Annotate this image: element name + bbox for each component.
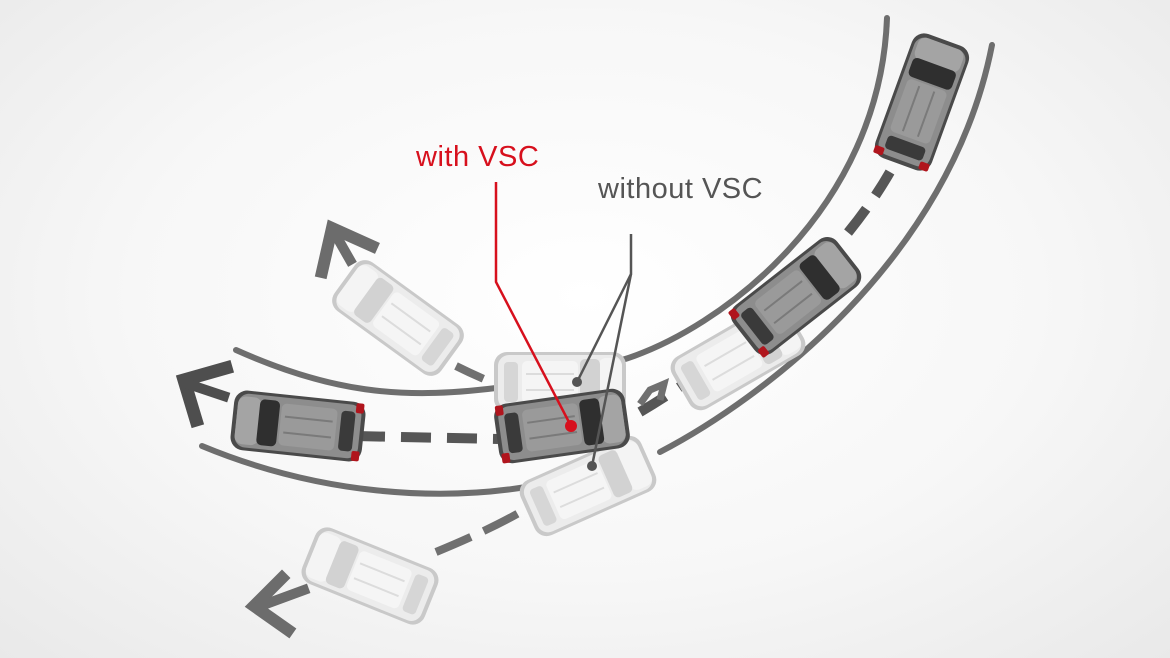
without-vsc-leader-dot-bottom	[587, 461, 597, 471]
arrow-shaft-upper	[327, 225, 357, 267]
road-inner-edge	[619, 15, 890, 363]
ghost-car-oversteer	[325, 253, 471, 383]
road-outer-edge	[657, 42, 995, 455]
without-vsc-leader-dot-top	[572, 377, 582, 387]
road-edges	[199, 15, 995, 497]
branch-lower-edge	[199, 443, 535, 497]
with-vsc-label: with VSC	[415, 141, 539, 173]
arrowheads	[175, 219, 380, 639]
arrow-shaft-middle	[181, 377, 231, 403]
without-vsc-leader-bottom	[590, 273, 633, 467]
with-vsc-leader-dot	[565, 420, 577, 432]
vsc-car-straight	[228, 388, 368, 464]
with-vsc-leader	[494, 182, 573, 427]
ghost-car-understeer	[296, 522, 444, 630]
branch-upper-edge	[233, 347, 499, 397]
arrow-shaft-lower	[251, 583, 311, 614]
trajectory-paths	[354, 169, 895, 556]
arrowhead-middle-icon	[175, 359, 235, 429]
without-vsc-label: without VSC	[597, 173, 763, 205]
oversteer-path	[454, 362, 498, 388]
callouts	[494, 182, 633, 471]
understeer-path	[434, 506, 527, 556]
corner-hook	[637, 378, 670, 407]
vsc-path-straight	[354, 431, 499, 444]
